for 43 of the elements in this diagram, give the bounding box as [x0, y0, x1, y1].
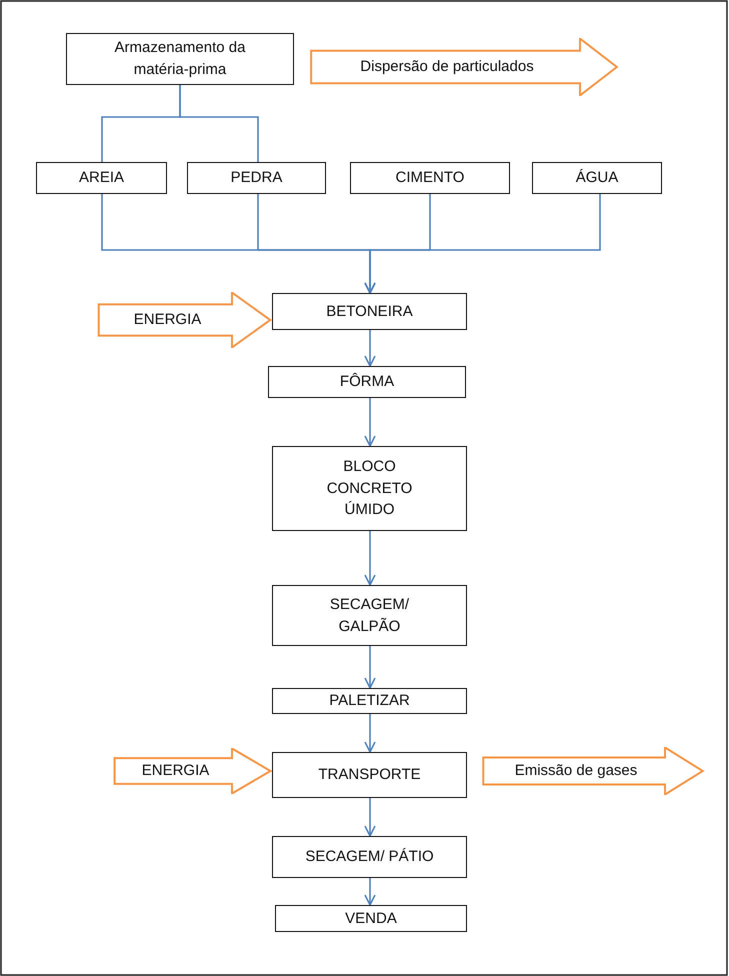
process-box: [272, 585, 467, 646]
process-box: [532, 162, 662, 194]
connector-line: [179, 85, 259, 162]
node-label: ENERGIA: [142, 761, 210, 782]
block-arrow: [113, 748, 272, 794]
node-label: CIMENTO: [396, 168, 464, 188]
node-label: Armazenamento da matéria-prima: [114, 38, 246, 80]
arrow: [364, 714, 376, 753]
node-label: TRANSPORTE: [318, 765, 421, 786]
node-label: AREIA: [78, 168, 124, 188]
arrow: [364, 798, 376, 837]
process-box: [272, 836, 467, 878]
process-box: [350, 162, 510, 194]
process-box: [272, 446, 467, 531]
block-arrow: [97, 292, 272, 348]
block-arrow: [481, 747, 705, 795]
arrow: [364, 398, 376, 447]
process-box: [272, 688, 467, 714]
node-label: SECAGEM/ GALPÃO: [328, 594, 410, 636]
node-label: SECAGEM/ PÁTIO: [305, 847, 434, 868]
process-box: [272, 752, 467, 798]
process-box: [272, 293, 467, 330]
block-arrow: [308, 38, 620, 96]
node-label: Emissão de gases: [514, 761, 638, 782]
arrow: [364, 878, 376, 906]
node-label: BETONEIRA: [326, 302, 413, 322]
process-box: [275, 905, 467, 932]
process-box: [268, 366, 466, 398]
node-label: ÁGUA: [576, 168, 618, 188]
process-box: [66, 33, 294, 85]
node-label: VENDA: [345, 908, 397, 929]
node-label: Dispersão de particulados: [360, 57, 534, 78]
node-label: PEDRA: [230, 168, 282, 188]
process-box: [187, 162, 326, 194]
arrow: [364, 646, 376, 689]
node-label: PALETIZAR: [329, 691, 410, 712]
arrow: [364, 531, 376, 586]
process-box: [36, 162, 167, 194]
arrow: [364, 330, 376, 367]
node-label: BLOCO CONCRETO ÚMIDO: [326, 456, 414, 520]
node-label: ENERGIA: [134, 310, 202, 330]
arrow: [364, 194, 601, 294]
node-label: FÔRMA: [340, 372, 394, 392]
